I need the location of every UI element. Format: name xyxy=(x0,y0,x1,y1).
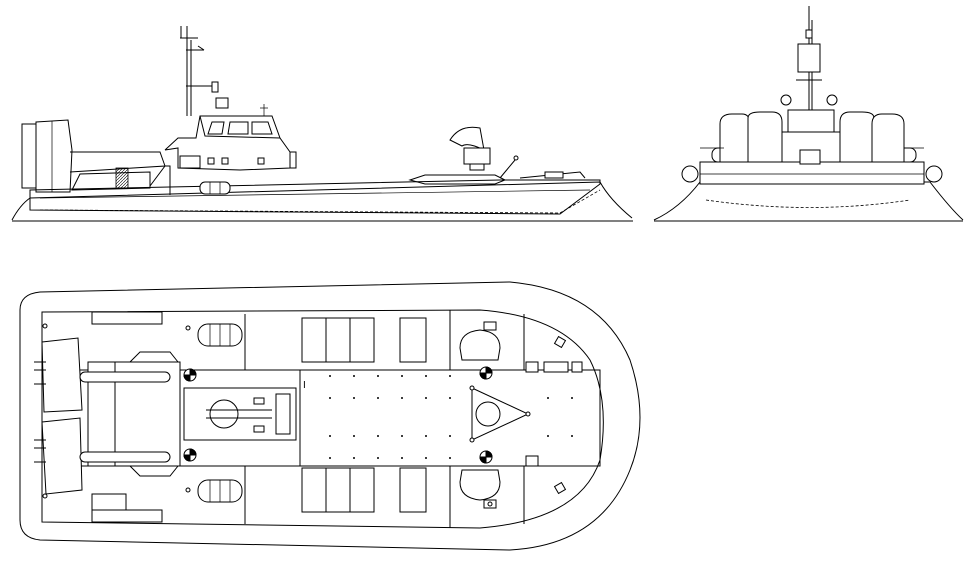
side-stair xyxy=(289,151,297,169)
side-window-1 xyxy=(207,121,225,135)
side-door xyxy=(179,155,201,169)
front-duct-left-1 xyxy=(719,113,751,163)
side-deck-line xyxy=(39,189,591,199)
plan-aft-box-lower xyxy=(91,509,163,523)
front-skirt xyxy=(653,181,964,221)
plan-marker-3 xyxy=(479,366,493,380)
plan-turret xyxy=(209,399,239,429)
plan-box-1 xyxy=(525,361,539,373)
plan-rail-upper xyxy=(79,371,171,383)
plan-skirt-outline xyxy=(19,281,641,551)
plan-aft-box-upper xyxy=(91,311,163,325)
side-radar xyxy=(211,81,219,93)
front-duct-left-2 xyxy=(747,111,783,163)
plan-box-2 xyxy=(543,361,569,373)
plan-vent-lower xyxy=(553,481,567,495)
plan-duct-lower xyxy=(41,417,83,495)
plan-rail-lower xyxy=(79,451,171,463)
plan-deck-dots xyxy=(329,375,573,459)
side-torpedo xyxy=(408,174,507,185)
side-elevation xyxy=(11,26,633,222)
plan-launcher-circle xyxy=(475,401,501,427)
front-light-left xyxy=(780,94,792,106)
side-light xyxy=(215,97,229,109)
side-porthole-2 xyxy=(221,157,229,165)
plan-marker-2 xyxy=(183,448,197,462)
front-buoy-left xyxy=(681,165,699,183)
front-radar xyxy=(797,43,821,73)
side-cabin-line xyxy=(199,115,281,139)
front-buoy-right xyxy=(925,165,943,183)
plan-launcher-triangle xyxy=(471,387,530,441)
side-superstructure xyxy=(164,115,291,171)
plan-marker-4 xyxy=(479,450,493,464)
side-skirt xyxy=(11,181,633,221)
plan-vent-upper xyxy=(553,335,567,349)
front-door xyxy=(799,149,821,165)
side-porthole xyxy=(207,157,215,165)
side-hull xyxy=(29,179,601,215)
side-grille xyxy=(115,167,129,189)
plan-hull-outline xyxy=(41,309,604,529)
plan-deck xyxy=(299,369,601,467)
side-bow-gun xyxy=(519,171,586,179)
front-duct-right-1 xyxy=(839,111,875,163)
side-hull-dash xyxy=(39,189,601,214)
front-hull-dash xyxy=(705,199,911,208)
side-window-3 xyxy=(251,121,273,135)
side-fuel-tank xyxy=(199,181,231,195)
side-crane xyxy=(499,159,516,179)
plan-hatch-upper xyxy=(301,317,375,363)
plan-view: I xyxy=(19,281,641,551)
plan-marker-1 xyxy=(183,368,197,382)
front-duct-right-2 xyxy=(871,113,905,163)
plan-hatch-lower xyxy=(301,467,375,513)
side-launcher xyxy=(449,126,485,151)
plan-seat-lower xyxy=(459,469,501,501)
side-window-2 xyxy=(227,121,249,135)
side-porthole-3 xyxy=(257,157,265,165)
side-duct-rear xyxy=(21,123,37,189)
front-hull xyxy=(699,161,925,185)
front-elevation xyxy=(653,6,964,222)
plan-duct-upper xyxy=(41,337,83,413)
plan-seat-upper xyxy=(459,329,501,361)
side-launcher-base xyxy=(463,147,491,165)
front-bridge xyxy=(787,109,835,133)
side-aft-box xyxy=(71,171,151,191)
side-ramp xyxy=(149,165,171,195)
front-light-right xyxy=(826,94,838,106)
plan-deck-marker: I xyxy=(303,380,306,391)
side-duct xyxy=(35,119,73,193)
